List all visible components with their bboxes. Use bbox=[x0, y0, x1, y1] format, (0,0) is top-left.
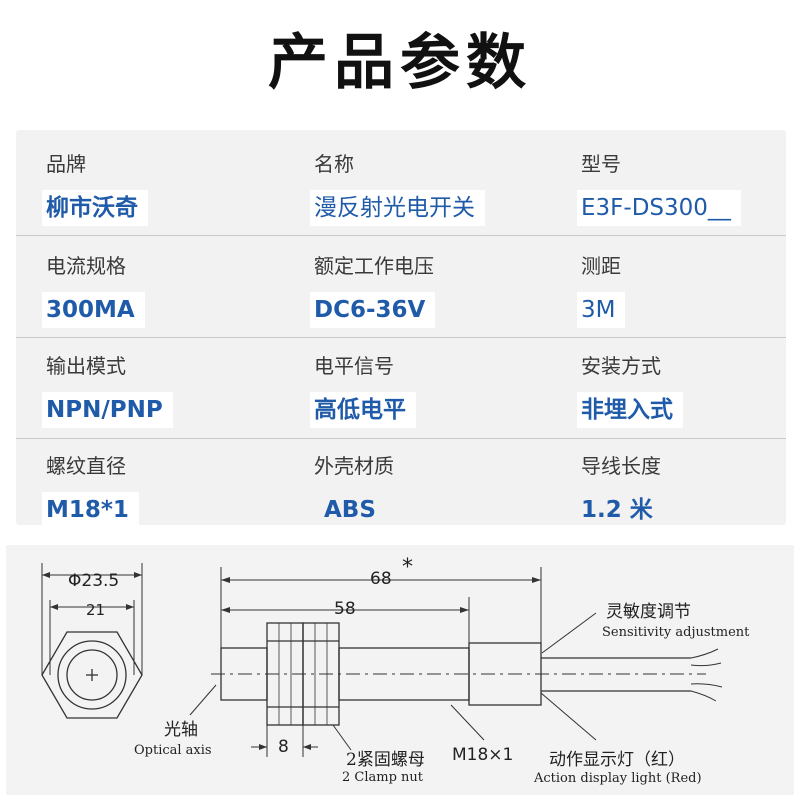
dimension-diagram: Φ23.5 21 68 * 58 8 灵敏度调节 Sensitivity adj… bbox=[6, 545, 794, 795]
optical-axis-label-cn: 光轴 bbox=[164, 720, 198, 740]
param-voltage: 额定工作电压 DC6-36V bbox=[310, 250, 574, 340]
optical-axis-label-en: Optical axis bbox=[134, 743, 212, 758]
clamp-nut-label-en: 2 Clamp nut bbox=[342, 770, 424, 785]
sensitivity-label-cn: 灵敏度调节 bbox=[606, 602, 691, 622]
param-output-mode: 输出模式 NPN/PNP bbox=[42, 350, 306, 440]
param-label: 品牌 bbox=[46, 152, 86, 176]
divider bbox=[16, 235, 786, 236]
param-label: 螺纹直径 bbox=[46, 454, 126, 478]
param-wire-length: 导线长度 1.2 米 bbox=[581, 450, 800, 540]
param-mounting: 安装方式 非埋入式 bbox=[577, 350, 800, 440]
dimension-8: 8 bbox=[278, 737, 289, 757]
param-value: 300MA bbox=[42, 292, 145, 328]
dimension-asterisk: * bbox=[402, 555, 413, 580]
param-value: 非埋入式 bbox=[577, 392, 683, 428]
param-value: 1.2 米 bbox=[581, 497, 653, 523]
param-brand: 品牌 柳市沃奇 bbox=[42, 148, 306, 238]
param-value: 高低电平 bbox=[310, 392, 416, 428]
param-level-signal: 电平信号 高低电平 bbox=[310, 350, 574, 440]
param-label: 名称 bbox=[314, 152, 354, 176]
parameter-panel: 品牌 柳市沃奇 名称 漫反射光电开关 型号 E3F-DS300__ 电流规格 3… bbox=[16, 130, 786, 528]
param-label: 外壳材质 bbox=[314, 454, 394, 478]
sensor-face-inner bbox=[66, 649, 118, 701]
sensor-drawing bbox=[41, 563, 723, 757]
divider bbox=[16, 438, 786, 439]
param-current: 电流规格 300MA bbox=[42, 250, 306, 340]
param-value: ABS bbox=[324, 497, 376, 523]
param-range: 测距 3M bbox=[577, 250, 800, 340]
sensitivity-label-en: Sensitivity adjustment bbox=[602, 625, 750, 640]
param-value: 3M bbox=[577, 292, 626, 328]
param-housing-material: 外壳材质 ABS bbox=[314, 450, 574, 540]
param-value: E3F-DS300__ bbox=[577, 190, 741, 226]
dimension-58: 58 bbox=[334, 599, 356, 619]
sensor-tail bbox=[468, 642, 542, 706]
param-value: NPN/PNP bbox=[42, 392, 173, 428]
param-name: 名称 漫反射光电开关 bbox=[310, 148, 574, 238]
param-label: 电平信号 bbox=[314, 354, 394, 378]
clamp-nut-label-cn: 2紧固螺母 bbox=[346, 750, 425, 770]
sensor-face-outer bbox=[57, 640, 127, 710]
param-model: 型号 E3F-DS300__ bbox=[577, 148, 800, 238]
dimension-21: 21 bbox=[86, 601, 106, 619]
indicator-label-cn: 动作显示灯（红） bbox=[549, 750, 685, 770]
param-value: 柳市沃奇 bbox=[42, 190, 148, 226]
param-value: M18*1 bbox=[42, 492, 139, 528]
param-value: DC6-36V bbox=[310, 292, 436, 328]
thread-label: M18×1 bbox=[452, 745, 514, 765]
param-label: 安装方式 bbox=[581, 354, 661, 378]
param-label: 输出模式 bbox=[46, 354, 126, 378]
param-value: 漫反射光电开关 bbox=[310, 190, 485, 226]
param-label: 电流规格 bbox=[46, 254, 126, 278]
param-label: 导线长度 bbox=[581, 454, 661, 478]
dimension-68: 68 bbox=[370, 569, 392, 589]
divider bbox=[16, 337, 786, 338]
param-thread-diameter: 螺纹直径 M18*1 bbox=[42, 450, 306, 540]
param-label: 测距 bbox=[581, 254, 621, 278]
dimension-diameter: Φ23.5 bbox=[68, 571, 120, 591]
indicator-label-en: Action display light (Red) bbox=[534, 771, 702, 786]
param-label: 型号 bbox=[581, 152, 621, 176]
page-title: 产品参数 bbox=[268, 28, 532, 98]
param-label: 额定工作电压 bbox=[314, 254, 434, 278]
